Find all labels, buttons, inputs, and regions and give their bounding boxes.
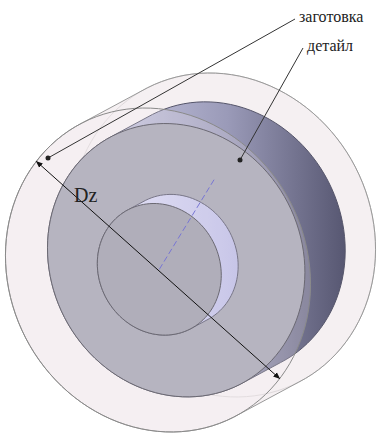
leader-dot [238, 158, 243, 163]
leader-dot [46, 156, 51, 161]
leader-line [48, 19, 295, 158]
leader-line [240, 48, 303, 160]
blank-body [5, 73, 375, 432]
dimension-line [36, 161, 279, 378]
part-label: заготовка [299, 8, 363, 26]
dimension-label: Dz [74, 184, 97, 206]
part-label: детайл [307, 37, 353, 55]
